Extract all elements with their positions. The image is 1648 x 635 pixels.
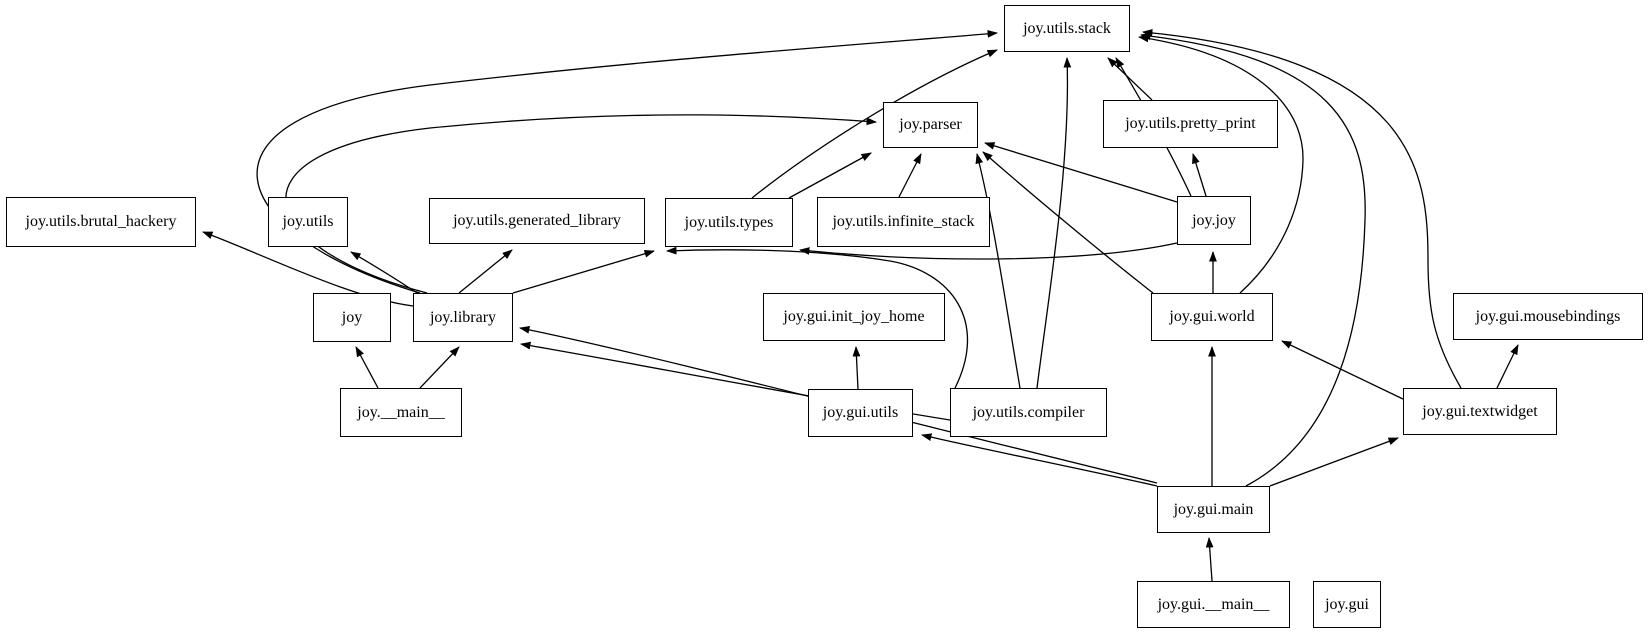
edge-joy-gui-textwidget-to-joy-gui-world bbox=[1281, 340, 1404, 400]
node-label-joy-main: joy.__main__ bbox=[357, 403, 445, 421]
edge-joy-utils-compiler-to-joy-utils-types bbox=[666, 246, 969, 389]
edge-joy-utils-compiler-to-joy-parser bbox=[975, 153, 1021, 389]
node-joy-library: joy.library bbox=[413, 293, 513, 342]
edge-joy-utils-types-to-joy-utils-stack bbox=[751, 49, 998, 199]
edge-joy-gui-textwidget-to-joy-utils-stack bbox=[1142, 29, 1462, 389]
node-label-joy-library: joy.library bbox=[429, 308, 497, 326]
node-joy-gui-main-mod: joy.gui.__main__ bbox=[1137, 581, 1290, 628]
edge-joy-joy-to-joy-parser bbox=[984, 142, 1178, 203]
node-joy-gui-textwidget: joy.gui.textwidget bbox=[1403, 388, 1557, 435]
node-joy-utils-infinite-stack: joy.utils.infinite_stack bbox=[817, 197, 990, 247]
edge-joy-library-to-joy-utils-generated-library bbox=[458, 249, 513, 294]
edge-joy-gui-world-to-joy-utils-stack bbox=[1138, 34, 1304, 294]
node-joy-utils-generated-library: joy.utils.generated_library bbox=[429, 198, 645, 244]
node-label-joy-gui-main-mod: joy.gui.__main__ bbox=[1157, 595, 1270, 613]
node-label-joy-gui-mousebindings: joy.gui.mousebindings bbox=[1475, 307, 1621, 325]
edge-joy-main-to-joy bbox=[355, 346, 379, 389]
edge-joy-gui-utils-to-joy-gui-init-joy-home bbox=[852, 346, 861, 390]
node-joy-utils-types: joy.utils.types bbox=[665, 198, 793, 247]
node-label-joy-utils-brutal-hackery: joy.utils.brutal_hackery bbox=[25, 213, 177, 230]
edge-joy-gui-main-to-joy-gui-textwidget bbox=[1269, 437, 1399, 487]
node-joy-utils-stack: joy.utils.stack bbox=[1004, 5, 1130, 52]
node-joy-parser: joy.parser bbox=[883, 102, 978, 148]
edge-joy-utils-compiler-to-joy-utils-stack bbox=[1036, 57, 1072, 389]
edge-joy-gui-main-mod-to-joy-gui-main bbox=[1205, 537, 1214, 582]
node-label-joy-utils-generated-library: joy.utils.generated_library bbox=[453, 212, 621, 229]
node-joy-gui-init-joy-home: joy.gui.init_joy_home bbox=[763, 293, 945, 341]
node-label-joy-gui-main: joy.gui.main bbox=[1173, 500, 1254, 518]
node-label-joy-joy: joy.joy bbox=[1192, 211, 1236, 229]
node-label-joy-gui-init-joy-home: joy.gui.init_joy_home bbox=[783, 308, 925, 325]
node-joy-utils-brutal-hackery: joy.utils.brutal_hackery bbox=[6, 197, 196, 247]
edge-joy-gui-world-to-joy-parser bbox=[982, 151, 1154, 294]
node-joy-utils: joy.utils bbox=[268, 197, 348, 247]
node-label-joy-gui-utils: joy.gui.utils bbox=[822, 404, 899, 421]
node-label-joy-utils-compiler: joy.utils.compiler bbox=[972, 403, 1085, 421]
node-label-joy-utils: joy.utils bbox=[282, 213, 334, 230]
node-label-joy-utils-pretty-print: joy.utils.pretty_print bbox=[1125, 115, 1256, 132]
edge-joy-gui-main-to-joy-library bbox=[519, 326, 1158, 484]
edge-joy-utils-pretty-print-to-joy-utils-stack bbox=[1107, 57, 1153, 101]
node-label-joy-gui-textwidget: joy.gui.textwidget bbox=[1422, 402, 1538, 420]
node-joy-gui-mousebindings: joy.gui.mousebindings bbox=[1453, 293, 1643, 340]
node-label-joy-gui: joy.gui bbox=[1325, 595, 1369, 613]
edge-joy-gui-main-to-joy-gui-utils bbox=[921, 433, 1158, 487]
node-label-joy-utils-stack: joy.utils.stack bbox=[1023, 19, 1111, 37]
node-joy-gui-utils: joy.gui.utils bbox=[808, 389, 913, 437]
node-label-joy-parser: joy.parser bbox=[899, 116, 962, 133]
node-joy-gui-main: joy.gui.main bbox=[1157, 486, 1270, 533]
edge-joy-library-to-joy-utils-types bbox=[512, 249, 655, 294]
edge-joy-gui-main-to-joy-utils-stack bbox=[1140, 32, 1366, 487]
edge-joy-joy-to-joy-utils-types bbox=[799, 242, 1178, 260]
node-joy-gui: joy.gui bbox=[1313, 581, 1381, 628]
node-joy-gui-world: joy.gui.world bbox=[1151, 293, 1273, 341]
node-label-joy-utils-infinite-stack: joy.utils.infinite_stack bbox=[832, 213, 975, 230]
node-joy-joy: joy.joy bbox=[1177, 196, 1251, 245]
node-label-joy-utils-types: joy.utils.types bbox=[684, 213, 774, 231]
node-label-joy: joy bbox=[341, 308, 363, 326]
edge-joy-utils-types-to-joy-parser bbox=[788, 152, 872, 199]
node-label-joy-gui-world: joy.gui.world bbox=[1169, 308, 1255, 325]
edge-joy-joy-to-joy-utils-pretty-print bbox=[1192, 153, 1207, 197]
node-joy-utils-pretty-print: joy.utils.pretty_print bbox=[1103, 100, 1278, 148]
edge-joy-gui-textwidget-to-joy-gui-mousebindings bbox=[1496, 344, 1519, 389]
node-joy-main: joy.__main__ bbox=[340, 388, 462, 437]
edge-joy-library-to-joy-utils-stack bbox=[256, 29, 998, 294]
node-joy-utils-compiler: joy.utils.compiler bbox=[950, 388, 1107, 437]
node-joy: joy bbox=[313, 293, 391, 342]
edge-joy-utils-infinite-stack-to-joy-parser bbox=[898, 153, 922, 198]
edge-joy-main-to-joy-library bbox=[419, 346, 460, 389]
